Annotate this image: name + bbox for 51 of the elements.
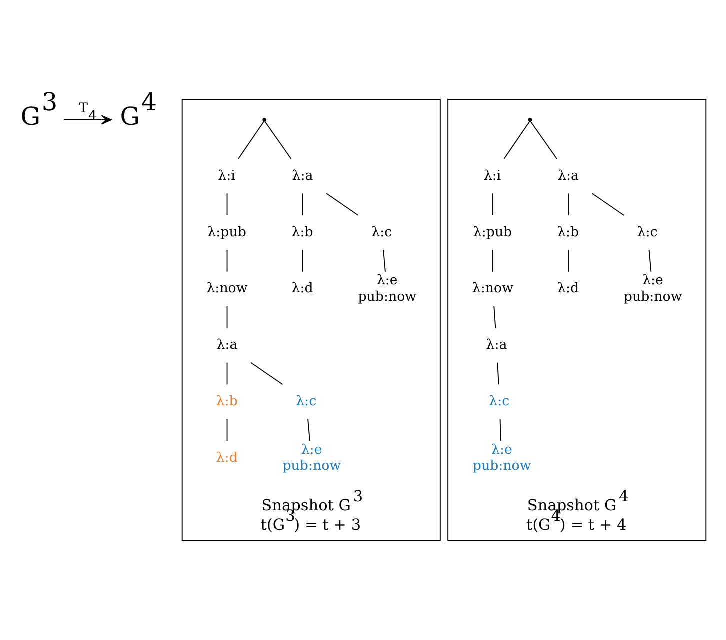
- arrow: [63, 115, 112, 125]
- connector: [302, 193, 304, 216]
- node-text: λ:e pub:now: [358, 274, 417, 305]
- connector: [494, 306, 496, 329]
- node-text: λ:c: [489, 394, 510, 410]
- connector: [226, 418, 228, 442]
- connector: [264, 121, 292, 160]
- node-text: λ:e pub:now: [282, 442, 342, 474]
- connector: [530, 121, 558, 160]
- connector: [500, 418, 502, 442]
- connector: [492, 193, 494, 216]
- node-text: λ:a: [486, 338, 508, 354]
- node-text: λ:d: [558, 282, 580, 297]
- connector: [592, 193, 625, 216]
- node-text: λ:pub: [208, 225, 246, 240]
- connector: [383, 250, 386, 272]
- node-text: λ:c: [637, 225, 658, 240]
- connector: [226, 250, 228, 272]
- node-text: λ:b: [558, 225, 580, 240]
- connector: [326, 193, 359, 216]
- connector: [226, 362, 228, 386]
- connector: [497, 362, 500, 386]
- node-text: λ:e pub:now: [472, 442, 532, 474]
- connector: [492, 250, 494, 272]
- connector: [302, 250, 304, 272]
- connector: [250, 362, 284, 386]
- node-text: λ:c: [296, 394, 317, 410]
- connector: [504, 121, 530, 160]
- node-point: [262, 118, 266, 122]
- node-text: λ:e pub:now: [624, 274, 682, 305]
- node-text: λ:a: [292, 168, 314, 184]
- node-text: λ:i: [484, 168, 502, 184]
- connector: [226, 306, 228, 329]
- node-text: λ:a: [216, 338, 238, 354]
- node-text: λ:d: [216, 450, 238, 466]
- connector: [308, 418, 310, 442]
- node-text: λ:d: [292, 282, 314, 297]
- node-text: λ:b: [216, 394, 238, 410]
- connector: [238, 121, 265, 160]
- node-text: λ:a: [558, 168, 579, 184]
- node-point: [528, 118, 532, 122]
- connector: [226, 193, 228, 216]
- connector: [568, 193, 569, 216]
- node-text: λ:b: [292, 225, 314, 240]
- node-text: λ:now: [206, 282, 248, 297]
- node-text: λ:c: [372, 225, 392, 240]
- node-text: λ:pub: [473, 225, 512, 240]
- node-text: λ:now: [472, 282, 514, 297]
- connector: [648, 250, 652, 272]
- connector: [568, 250, 569, 272]
- node-text: λ:i: [218, 168, 236, 184]
